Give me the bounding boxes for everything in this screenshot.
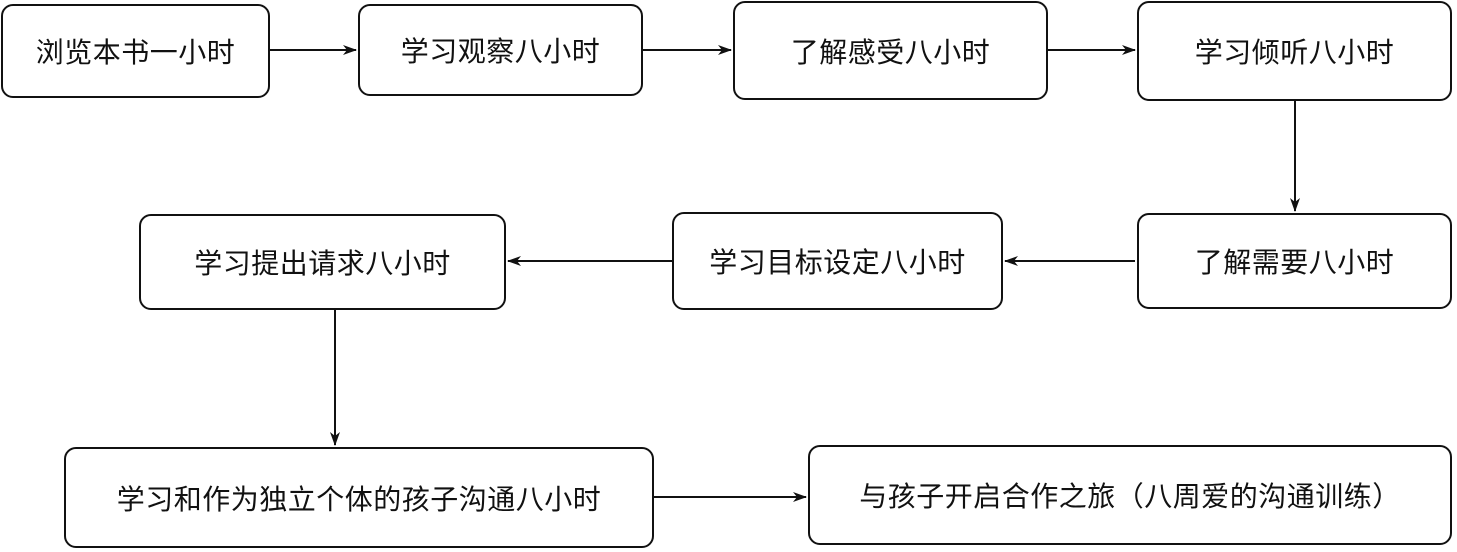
step-listening: 学习倾听八小时 (1137, 1, 1452, 101)
step-browse-book: 浏览本书一小时 (1, 4, 270, 98)
step-goal-setting: 学习目标设定八小时 (672, 212, 1003, 310)
step-communicate-child: 学习和作为独立个体的孩子沟通八小时 (64, 447, 654, 548)
step-needs: 了解需要八小时 (1137, 213, 1452, 309)
step-observation: 学习观察八小时 (358, 4, 643, 96)
step-making-requests: 学习提出请求八小时 (139, 214, 506, 310)
step-cooperation-journey: 与孩子开启合作之旅（八周爱的沟通训练） (808, 445, 1452, 545)
step-feelings: 了解感受八小时 (733, 1, 1048, 100)
